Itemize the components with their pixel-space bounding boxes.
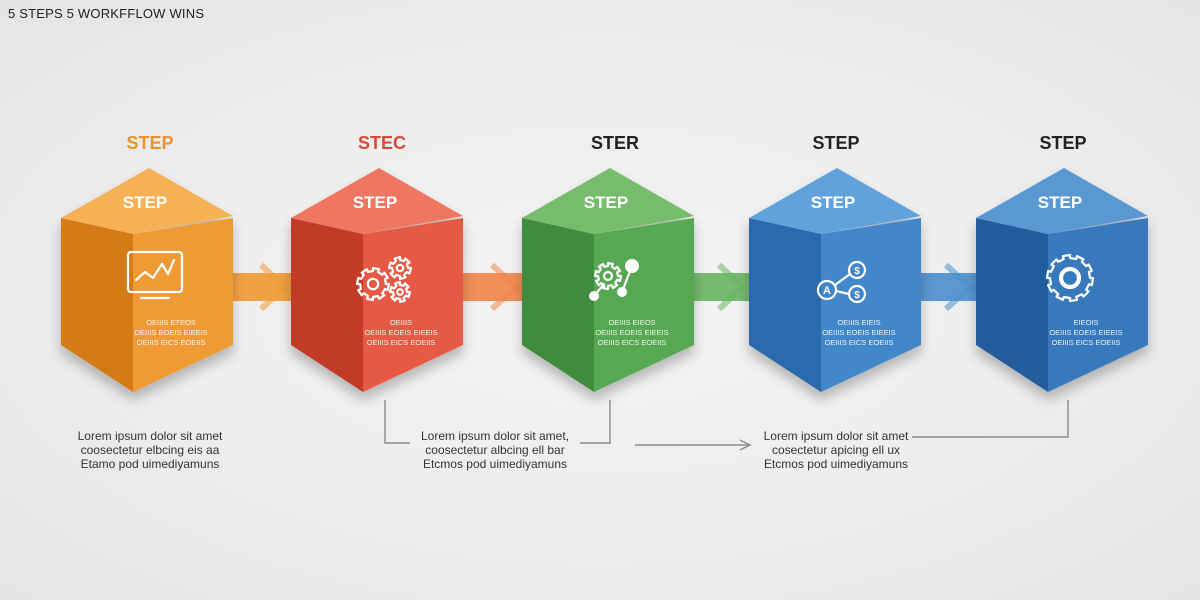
description-1: Lorem ipsum dolor sit amet coosectetur e…: [50, 429, 250, 471]
step-4-label: STEP: [812, 133, 860, 153]
step-4-face-line: OEIIIS EOEIS EIEEIS: [822, 328, 895, 337]
svg-text:$: $: [854, 290, 860, 301]
step-5-label: STEP: [1039, 133, 1087, 153]
description-2-line-2: coosectetur albcing ell bar: [425, 443, 565, 457]
cube-top-face: [749, 168, 921, 234]
gears-icon: [355, 255, 413, 304]
step-1-face-line: OEIIIS EOEIS EIEEIS: [134, 328, 207, 337]
cube-left-face: [61, 218, 133, 392]
cube-left-face: [291, 218, 363, 392]
dollar-network-icon: A $ $: [816, 260, 867, 304]
connector-arrowhead: [739, 439, 752, 451]
description-3-line-1: Lorem ipsum dolor sit amet: [763, 429, 909, 443]
step-5-face-line: EIEOIS: [1073, 318, 1098, 327]
step-1-face-line: OEIIIS EICS EOEIIS: [137, 338, 206, 347]
description-2-line-3: Etcmos pod uimediyamuns: [422, 457, 568, 471]
connector-line: [912, 400, 1069, 438]
description-3-line-2: cosectetur apicing ell ux: [771, 443, 901, 457]
step-2-face-line: OEIIIS EOEIS EIEEIS: [364, 328, 437, 337]
step-5-face-line: OEIIIS EICS EOEIIS: [1052, 338, 1121, 347]
step-4-cube-label: STEP: [811, 193, 855, 212]
cube-top-face: [522, 168, 694, 234]
line-chart-monitor-icon: [126, 250, 184, 300]
svg-text:A: A: [823, 285, 831, 297]
description-1-line-2: coosectetur elbcing eis aa: [80, 443, 220, 457]
cube-top-face: [976, 168, 1148, 234]
step-3-face-line: OEIIIS EICS EOEIIS: [598, 338, 667, 347]
step-3-cube-label: STEP: [584, 193, 628, 212]
connector-line: [580, 400, 611, 444]
cube-front-face: [1048, 218, 1148, 392]
step-3-label: STER: [590, 133, 639, 153]
page-title: 5 STEPS 5 WORKFFLOW WINS: [8, 6, 205, 21]
step-1-face-line: OEIIIS ETEOS: [146, 318, 196, 327]
cube-front-face: [821, 218, 921, 392]
cube-front-face: [133, 218, 233, 392]
description-1-line-3: Etamo pod uimediyamuns: [80, 457, 220, 471]
step-4-face-line: OEIIIS EIEIS: [837, 318, 880, 327]
step-2-label: STEC: [357, 133, 406, 153]
description-2-line-1: Lorem ipsum dolor sit amet,: [420, 429, 570, 443]
cube-front-face: [363, 218, 463, 392]
description-3: Lorem ipsum dolor sit amet cosectetur ap…: [736, 429, 936, 471]
connector-line: [384, 400, 410, 444]
cube-front-face: [594, 218, 694, 392]
step-2-face-line: OEIIIS EICS EOEIIS: [367, 338, 436, 347]
gear-network-icon: [589, 259, 639, 301]
step-1-cube-label: STEP: [123, 193, 167, 212]
connector-lines: [384, 400, 1069, 451]
cube-left-face: [522, 218, 594, 392]
cube-top-face: [61, 168, 233, 234]
step-1-label: STEP: [126, 133, 174, 153]
step-2-cube-label: STEP: [353, 193, 397, 212]
cube-top-face: [291, 168, 463, 234]
step-2-face-line: OEIIIS: [390, 318, 412, 327]
description-3-line-3: Etcmos pod uimediyamuns: [763, 457, 909, 471]
step-5-cube-label: STEP: [1038, 193, 1082, 212]
cube-left-face: [749, 218, 821, 392]
gear-icon: [1045, 253, 1095, 303]
description-2: Lorem ipsum dolor sit amet, coosectetur …: [395, 429, 595, 471]
step-3-face-line: OEIIIS EOEIS EIEEIS: [595, 328, 668, 337]
step-3-face-line: OEIIIS EIEOS: [608, 318, 655, 327]
step-5-face-line: OEIIIS EOEIS EIEEIS: [1049, 328, 1122, 337]
step-4-face-line: OEIIIS EICS EOEIIS: [825, 338, 894, 347]
cube-left-face: [976, 218, 1048, 392]
svg-text:$: $: [854, 266, 860, 277]
description-1-line-1: Lorem ipsum dolor sit amet: [77, 429, 223, 443]
